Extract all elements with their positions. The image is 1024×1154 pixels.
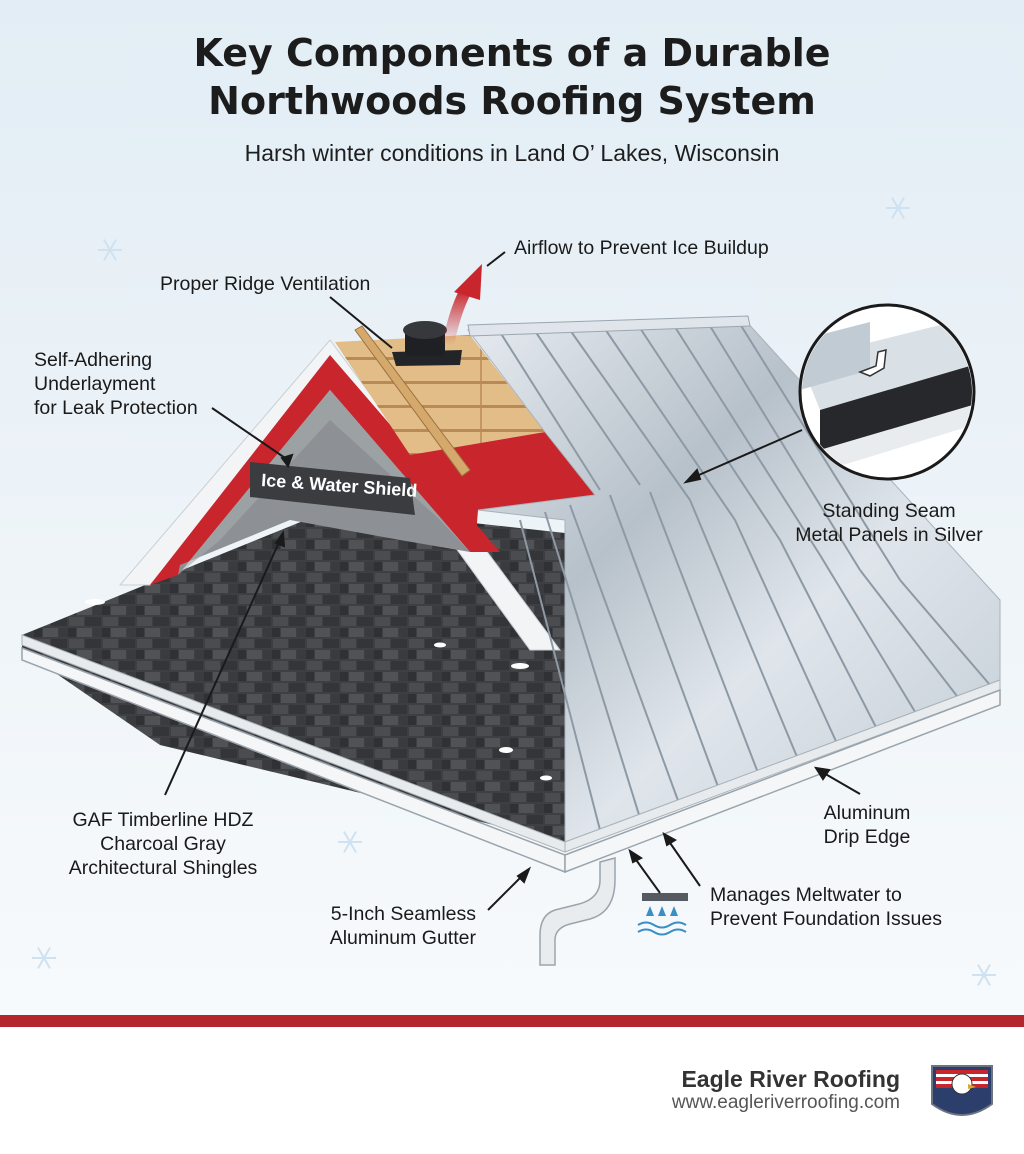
metal-seams xyxy=(499,323,991,831)
gutter-right xyxy=(564,688,1001,874)
label-gutter: 5-Inch Seamless Aluminum Gutter xyxy=(329,903,476,949)
footer-red-bar xyxy=(0,1015,1024,1027)
title-line-1: Key Components of a Durable xyxy=(193,31,831,75)
label-metal-panels: Standing Seam Metal Panels in Silver xyxy=(795,500,983,546)
ice-water-shield-banner xyxy=(250,462,415,515)
label-drip-edge: Aluminum Drip Edge xyxy=(823,802,911,848)
label-airflow: Airflow to Prevent Ice Buildup xyxy=(514,237,769,259)
label-shingles: GAF Timberline HDZ Charcoal Gray Archite… xyxy=(68,809,258,879)
eagle-river-logo xyxy=(931,1065,993,1116)
brand-url[interactable]: www.eagleriverroofing.com xyxy=(671,1092,900,1113)
label-ridge-ventilation: Proper Ridge Ventilation xyxy=(160,273,371,295)
label-meltwater: Manages Meltwater to Prevent Foundation … xyxy=(710,884,942,930)
metal-ridge-cap xyxy=(467,315,751,337)
shingle-roof-section xyxy=(22,508,565,842)
title-line-2: Northwoods Roofing System xyxy=(208,79,816,123)
footer-background xyxy=(0,1027,1024,1154)
meltwater-icon xyxy=(642,893,688,901)
label-underlayment: Self-Adhering Underlayment for Leak Prot… xyxy=(34,349,198,419)
brand-name: Eagle River Roofing xyxy=(681,1066,900,1092)
leader-lines xyxy=(164,251,861,911)
downspout xyxy=(539,857,616,966)
airflow-arrow-head xyxy=(454,264,482,300)
subtitle: Harsh winter conditions in Land O’ Lakes… xyxy=(244,140,780,166)
gable-underlayment-red xyxy=(150,355,500,585)
